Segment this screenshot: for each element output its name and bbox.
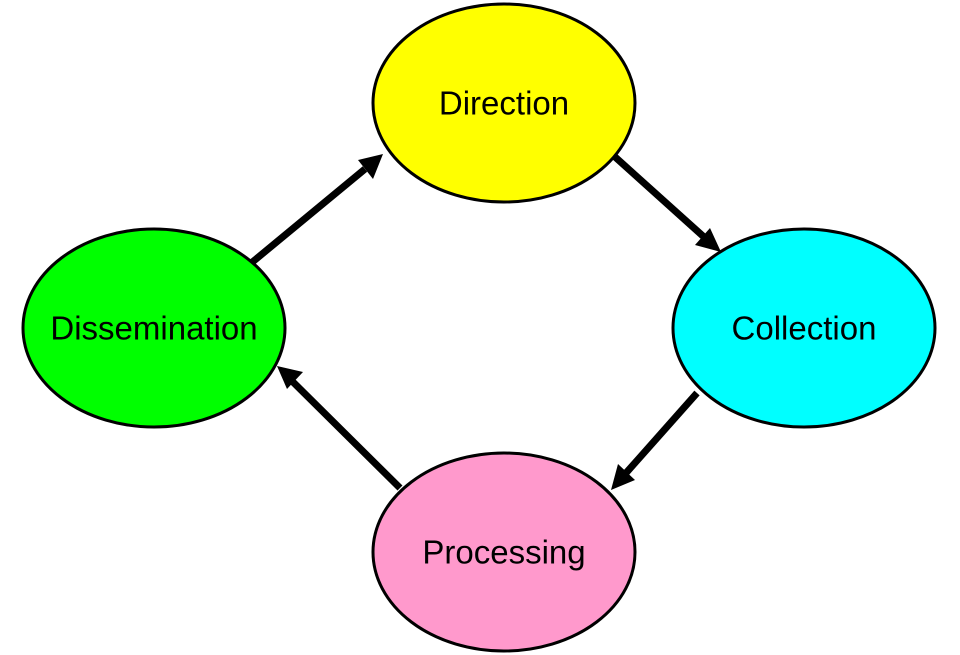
edge-dissemination-to-direction: [247, 154, 383, 267]
node-label: Collection: [732, 310, 877, 347]
node-label: Dissemination: [50, 310, 257, 347]
node-processing: Processing: [371, 451, 637, 653]
arrow-line: [290, 379, 403, 491]
node-label: Processing: [422, 534, 585, 571]
arrow-head: [611, 464, 635, 490]
edge-processing-to-dissemination: [277, 366, 403, 491]
edge-direction-to-collection: [611, 153, 721, 252]
node-direction: Direction: [371, 2, 637, 204]
node-shape: [371, 2, 637, 204]
node-collection: Collection: [671, 227, 937, 429]
arrow-head: [277, 366, 303, 389]
node-dissemination: Dissemination: [21, 227, 287, 429]
arrow-head: [695, 228, 721, 252]
edge-collection-to-processing: [611, 390, 700, 490]
node-shape: [21, 227, 287, 429]
node-shape: [671, 227, 937, 429]
arrow-head: [358, 154, 383, 179]
arrow-line: [611, 153, 707, 240]
arrow-line: [247, 166, 368, 267]
arrow-line: [623, 390, 700, 476]
node-shape: [371, 451, 637, 653]
node-label: Direction: [439, 85, 569, 122]
